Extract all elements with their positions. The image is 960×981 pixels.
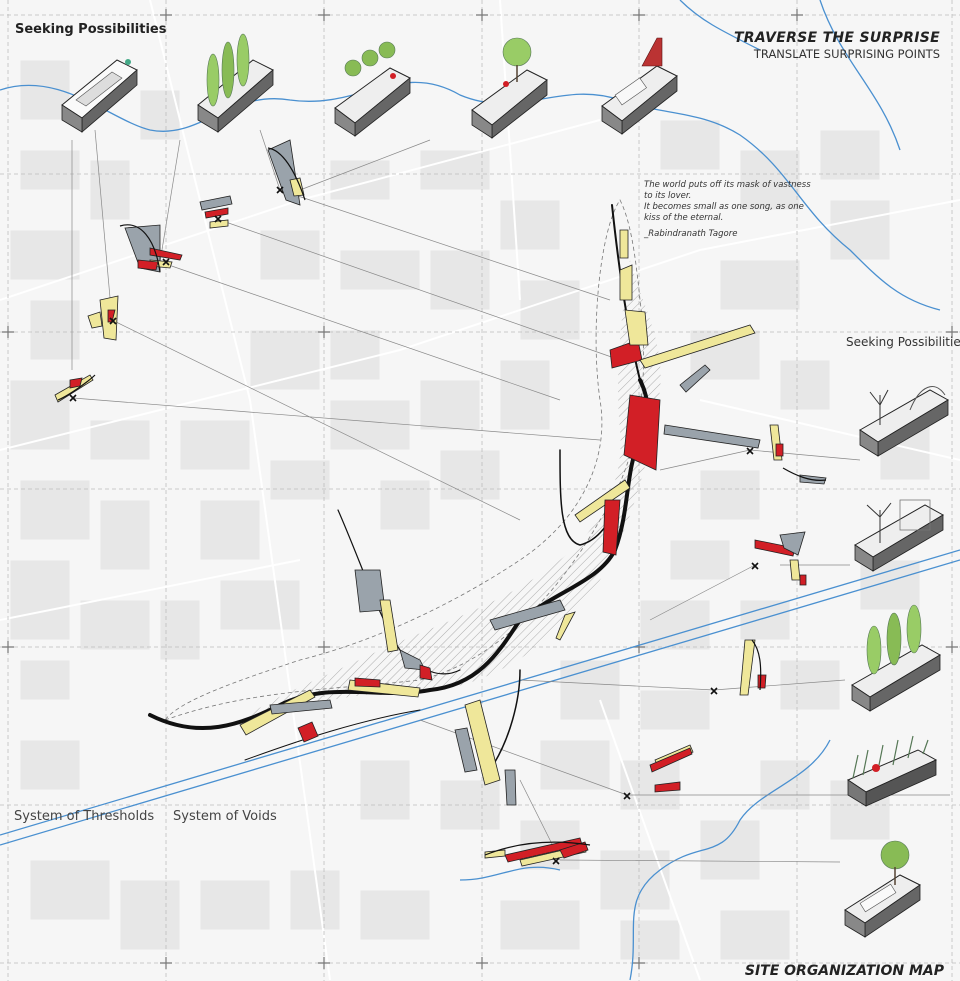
label-seeking-possibilities-right: Seeking Possibilities xyxy=(846,335,960,349)
quote-author: _Rabindranath Tagore xyxy=(644,229,738,239)
quote-line: The world puts off its mask of vastness xyxy=(644,180,811,190)
spine-fragments xyxy=(239,229,761,806)
x-markers xyxy=(69,186,759,865)
page-title: TRAVERSE THE SURPRISE xyxy=(733,30,940,46)
label-seeking-possibilities-top: Seeking Possibilities xyxy=(15,22,167,37)
label-system-of-voids: System of Voids xyxy=(173,809,277,824)
quote-line: It becomes small as one song, as one xyxy=(644,202,804,212)
quote-line: kiss of the eternal. xyxy=(644,213,724,223)
cluster-strokes xyxy=(57,147,827,856)
tagore-quote: The world puts off its mask of vastness … xyxy=(644,180,819,240)
fragment-clusters xyxy=(54,139,827,867)
planter-sketches-top xyxy=(61,33,678,139)
quote-line: to its lover. xyxy=(644,191,692,201)
page-subtitle: TRANSLATE SURPRISING POINTS xyxy=(753,47,940,61)
connector-lines xyxy=(71,129,950,863)
footer-title: SITE ORGANIZATION MAP xyxy=(744,963,944,979)
city-blocks xyxy=(9,59,931,961)
label-system-of-thresholds: System of Thresholds xyxy=(14,809,155,824)
planter-sketches-right xyxy=(844,386,949,938)
